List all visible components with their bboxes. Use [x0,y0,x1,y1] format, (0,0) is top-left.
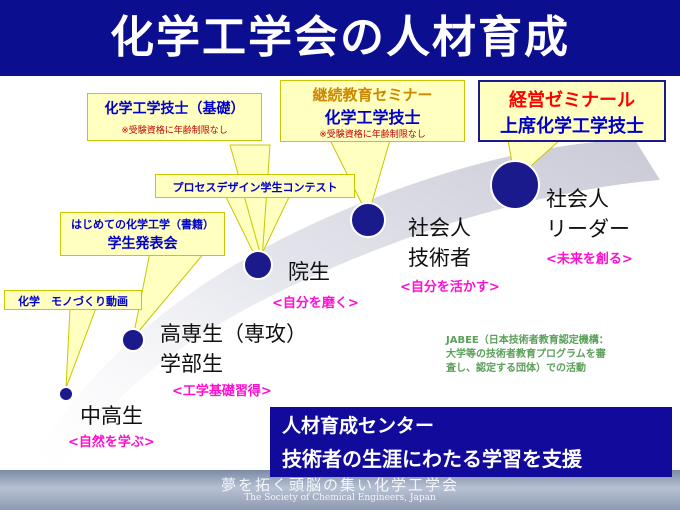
basic-note: ※受験資格に年齢制限なし [121,126,228,136]
hr-center-subtitle: 技術者の生涯にわたる学習を支援 [282,447,582,471]
growth-swoosh [36,140,660,470]
node-junior-high [58,386,74,402]
node-graduate [243,250,273,280]
callout-basic [87,93,262,141]
jabee-note: JABEE（日本技術者教育認定機構： 大学等の技術者教育プログラムを審 査し、認… [446,334,656,376]
footer-society-name: The Society of Chemical Engineers, Japan [244,493,436,503]
node-undergraduate [121,328,145,352]
jabee-line-3: 査し、認定する団体）での活動 [446,363,586,374]
program-basic: 化学工学技士（基礎） [104,101,245,117]
jabee-line-2: 大学等の技術者教育プログラムを審 [446,349,606,360]
program-senior-engineer: 上席化学工学技士 [500,116,644,137]
stage-graduate-line-1: 院生 [288,260,330,284]
stage-junior-high-line-1: 中高生 [80,404,143,428]
motto-graduate: <自分を磨く> [272,296,359,311]
program-process-design: プロセスデザイン学生コンテスト [172,181,338,194]
program-hajimete: はじめての化学工学（書籍） [71,218,214,231]
hr-center-title: 人材育成センター [282,415,435,437]
motto-junior-high: <自然を学ぶ> [68,435,155,450]
callout-tail-monozukuri [65,307,97,389]
program-continuing-seminar: 継続教育セミナー [312,86,433,104]
program-management-seminar: 経営ゼミナール [509,90,635,111]
callout-tail-basic [229,144,271,261]
stage-leader-line-2: リーダー [546,217,630,241]
node-engineer [350,202,386,238]
jabee-line-1: JABEE（日本技術者教育認定機構： [446,335,609,346]
callout-presentation [60,212,225,256]
callout-management [478,80,666,142]
node-leader [490,160,540,210]
stage-engineer-line-1: 社会人 [408,216,471,240]
engineer-note: ※受験資格に年齢制限なし [319,130,426,140]
footer-slogan: 夢を拓く頭脳の集い化学工学会 [220,476,459,494]
motto-engineer: <自分を活かす> [400,280,500,295]
stage-undergraduate-line-2: 学部生 [160,352,223,376]
motto-leader: <未来を創る> [546,252,633,267]
motto-undergraduate: <工学基礎習得> [172,384,272,399]
callout-monozukuri [4,290,142,310]
program-engineer: 化学工学技士 [324,108,421,127]
page-title: 化学工学会の人材育成 [0,0,680,76]
program-monozukuri: 化学 モノづくり動画 [18,295,128,308]
program-student-presentation: 学生発表会 [107,236,178,252]
hr-center-box: 人材育成センター 技術者の生涯にわたる学習を支援 [270,407,672,477]
stage-leader-line-1: 社会人 [546,187,609,211]
callout-seminar [280,80,465,142]
stage-undergraduate-line-1: 高専生（専攻） [160,322,307,346]
callout-contest [155,174,355,198]
stage-engineer-line-2: 技術者 [408,246,471,270]
